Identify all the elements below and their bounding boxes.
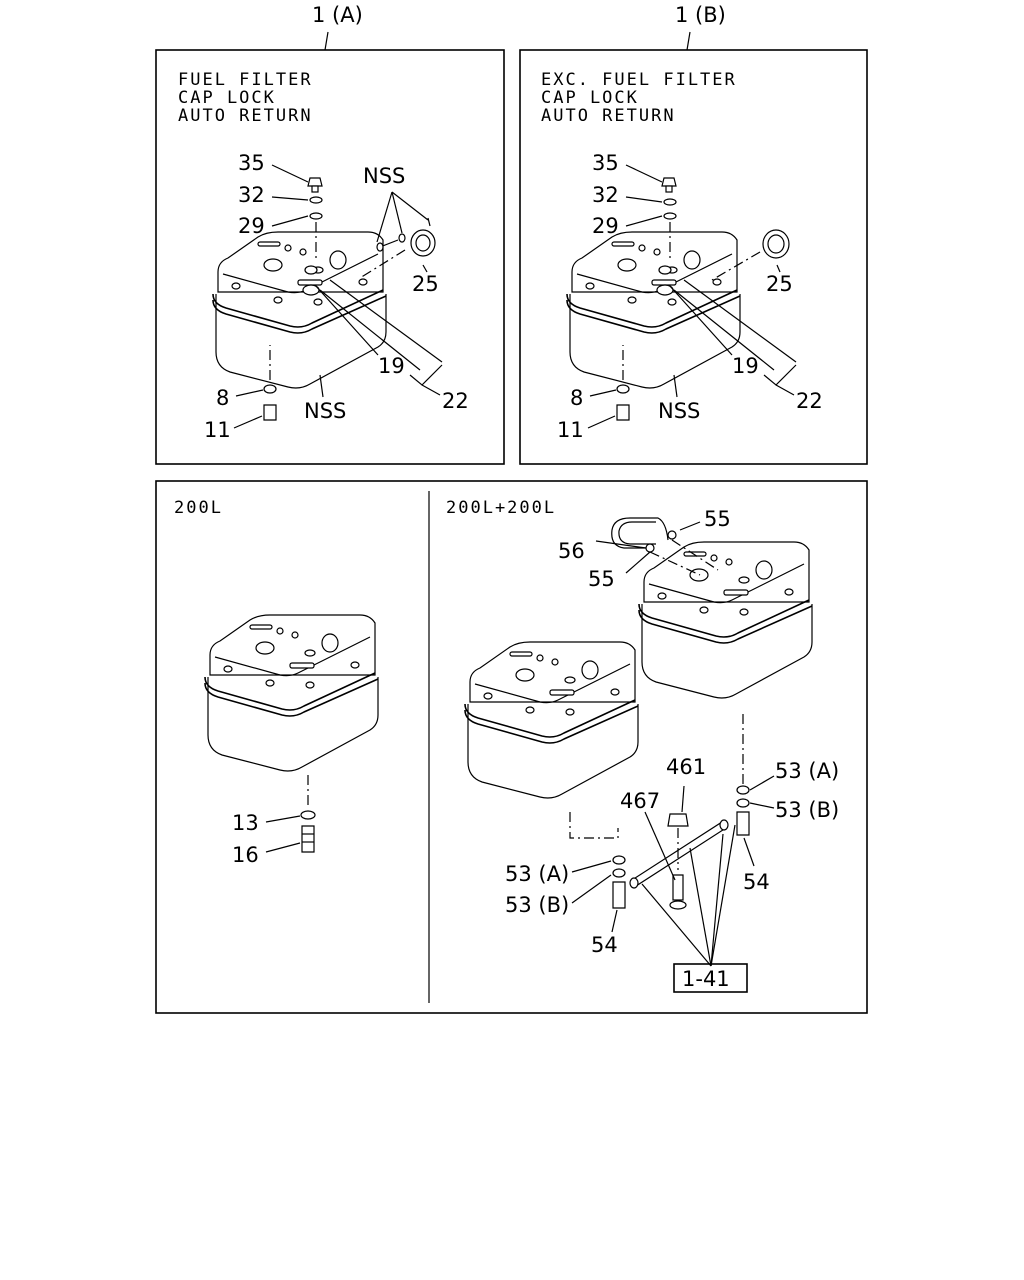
panel-b-note-2: CAP LOCK xyxy=(541,88,639,108)
gasket-53b-left xyxy=(612,868,626,878)
callout-25-b: 25 xyxy=(766,272,793,296)
panel-b: 1 (B) EXC. FUEL FILTER CAP LOCK AUTO RET… xyxy=(519,3,868,465)
callout-32-b: 32 xyxy=(592,183,619,207)
gasket-53b-right xyxy=(736,798,750,808)
callout-19-a: 19 xyxy=(378,354,405,378)
panel-b-note-3: AUTO RETURN xyxy=(541,106,676,126)
drain-plug-16 xyxy=(301,825,315,853)
reference-box[interactable] xyxy=(673,963,748,993)
gasket-53a-right xyxy=(736,785,750,795)
gauge-unit-19-a xyxy=(304,265,318,275)
panel-b-note-1: EXC. FUEL FILTER xyxy=(541,70,737,90)
washer-32-b xyxy=(663,198,677,206)
callout-8-a: 8 xyxy=(216,386,229,410)
callout-29-a: 29 xyxy=(238,214,265,238)
callout-11-b: 11 xyxy=(557,418,584,442)
fuel-tank-rear xyxy=(638,541,813,699)
callout-35-a: 35 xyxy=(238,151,265,175)
callout-19-b: 19 xyxy=(732,354,759,378)
bolt-35-b xyxy=(661,177,677,187)
panel-b-frame xyxy=(519,49,868,465)
fuel-tank-a xyxy=(212,231,387,389)
panel-d-title: 200L+200L xyxy=(446,498,556,518)
washer-29-b xyxy=(663,212,677,220)
gasket-53a-left xyxy=(612,855,626,865)
callout-53b-right: 53 (B) xyxy=(775,798,839,822)
reference-1-41[interactable]: 1-41 xyxy=(682,967,730,991)
bolt-35-a xyxy=(307,177,323,187)
nut-461 xyxy=(667,813,689,827)
callout-nss-bottom-a: NSS xyxy=(304,399,346,423)
union-54-right xyxy=(736,811,750,836)
callout-53a-left: 53 (A) xyxy=(505,862,569,886)
callout-53a-right: 53 (A) xyxy=(775,759,839,783)
fuel-tank-200l xyxy=(204,614,379,772)
fuel-tank-b xyxy=(566,231,741,389)
callout-nss-top-a: NSS xyxy=(363,164,405,188)
panel-a-note-3: AUTO RETURN xyxy=(178,106,313,126)
gasket-8-a xyxy=(263,384,277,394)
panel-a-header: 1 (A) xyxy=(312,3,363,27)
panel-c: 200L 13 16 xyxy=(174,498,379,867)
callout-54-right: 54 xyxy=(743,870,770,894)
callout-55-mid: 55 xyxy=(588,567,615,591)
callout-53b-left: 53 (B) xyxy=(505,893,569,917)
panel-d: 200L+200L xyxy=(446,498,839,993)
gauge-unit-19-b xyxy=(658,265,672,275)
callout-nss-bottom-b: NSS xyxy=(658,399,700,423)
callout-467: 467 xyxy=(620,789,660,813)
callout-35-b: 35 xyxy=(592,151,619,175)
panel-a-note-1: FUEL FILTER xyxy=(178,70,313,90)
callout-8-b: 8 xyxy=(570,386,583,410)
callout-461: 461 xyxy=(666,755,706,779)
washer-29-a xyxy=(309,212,323,220)
bottom-frame xyxy=(155,480,868,1014)
panel-c-title: 200L xyxy=(174,498,223,518)
drain-plug-11-b xyxy=(616,404,630,421)
panel-a-frame xyxy=(155,49,505,465)
panel-a-note-2: CAP LOCK xyxy=(178,88,276,108)
callout-11-a: 11 xyxy=(204,418,231,442)
callout-25-a: 25 xyxy=(412,272,439,296)
clip-55-upper xyxy=(667,530,677,540)
bolt-467 xyxy=(672,874,684,901)
callout-32-a: 32 xyxy=(238,183,265,207)
callout-22-b: 22 xyxy=(796,389,823,413)
callout-22-a: 22 xyxy=(442,389,469,413)
callout-16: 16 xyxy=(232,843,259,867)
callout-29-b: 29 xyxy=(592,214,619,238)
gasket-8-b xyxy=(616,384,630,394)
callout-54-left: 54 xyxy=(591,933,618,957)
fuel-tank-front xyxy=(464,641,639,799)
callout-55-top: 55 xyxy=(704,507,731,531)
panel-a: 1 (A) FUEL FILTER CAP LOCK AUTO RETURN xyxy=(155,3,505,465)
drain-plug-11-a xyxy=(263,404,277,421)
clip-55-lower xyxy=(645,543,655,553)
panel-b-header: 1 (B) xyxy=(675,3,726,27)
washer-32-a xyxy=(309,196,323,204)
callout-13: 13 xyxy=(232,811,259,835)
callout-56: 56 xyxy=(558,539,585,563)
gasket-13 xyxy=(300,810,316,820)
union-54-left xyxy=(612,881,626,909)
